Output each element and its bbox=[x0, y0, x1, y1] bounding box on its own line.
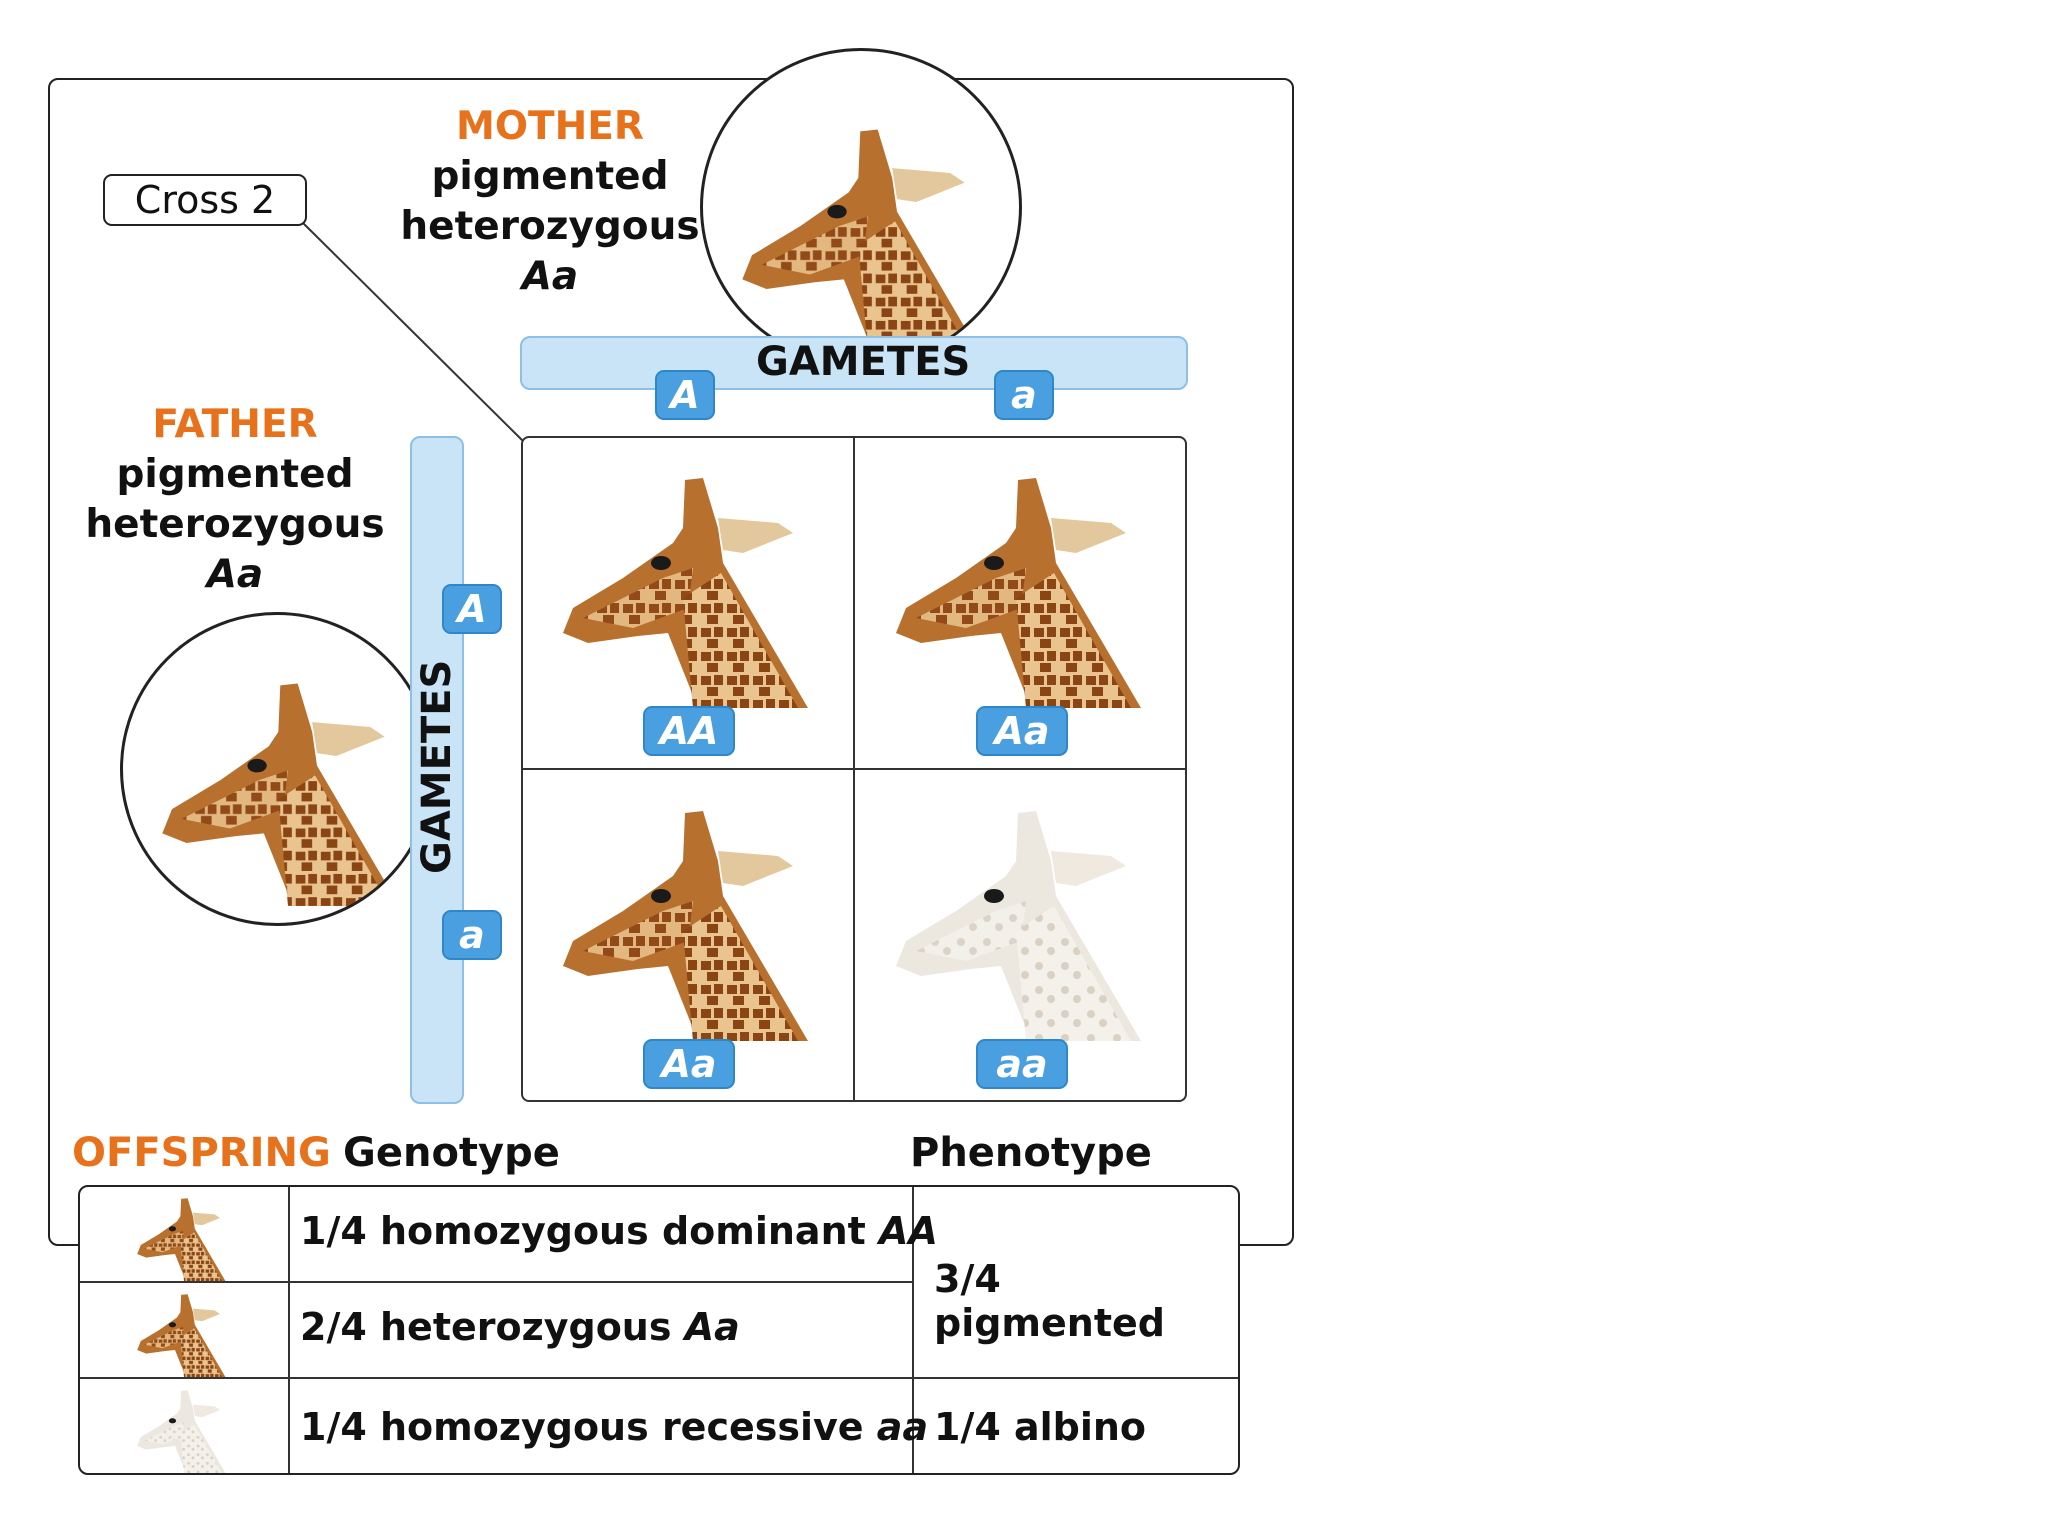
table-col-divider-1 bbox=[288, 1187, 290, 1473]
father-gametes-bar bbox=[410, 436, 464, 1104]
punnett-cell-aa: aa bbox=[856, 771, 1185, 1100]
genotype-chip: AA bbox=[643, 706, 735, 756]
table-row-divider-1 bbox=[80, 1281, 914, 1283]
offspring-table: 1/4 homozygous dominant AA 2/4 heterozyg… bbox=[78, 1185, 1240, 1475]
albino-giraffe-icon bbox=[896, 811, 1141, 1041]
table-row: 1/4 homozygous dominant AA bbox=[300, 1209, 938, 1253]
phenotype-albino: 1/4 albino bbox=[934, 1405, 1147, 1449]
genotype-chip: Aa bbox=[976, 706, 1068, 756]
mother-line2: heterozygous bbox=[400, 204, 700, 249]
table-row-divider-2 bbox=[80, 1377, 1238, 1379]
mother-gamete-a: a bbox=[994, 370, 1054, 420]
genotype-chip: aa bbox=[976, 1039, 1068, 1089]
mother-description: MOTHER pigmented heterozygous Aa bbox=[380, 102, 720, 302]
father-line1: pigmented bbox=[116, 452, 354, 497]
pigmented-giraffe-small-icon bbox=[137, 1294, 226, 1377]
pigmented-giraffe-icon bbox=[563, 811, 808, 1041]
mother-giraffe-icon bbox=[742, 129, 980, 352]
phenotype-header: Phenotype bbox=[910, 1130, 1152, 1176]
genotype-header: Genotype bbox=[343, 1130, 560, 1176]
grid-divider-horizontal bbox=[521, 768, 1187, 770]
albino-giraffe-small-icon bbox=[137, 1390, 226, 1473]
table-row: 1/4 homozygous recessive aa bbox=[300, 1405, 929, 1449]
father-gamete-A: A bbox=[442, 584, 502, 634]
mother-genotype: Aa bbox=[521, 254, 579, 299]
offspring-title: OFFSPRING bbox=[72, 1130, 331, 1176]
father-giraffe-icon bbox=[162, 683, 400, 906]
table-col-divider-2 bbox=[912, 1187, 914, 1473]
pigmented-giraffe-icon bbox=[563, 478, 808, 708]
phenotype-pigmented: 3/4 pigmented bbox=[934, 1257, 1165, 1345]
punnett-cell-Aa-top: Aa bbox=[856, 438, 1185, 771]
father-title: FATHER bbox=[152, 402, 318, 447]
father-genotype: Aa bbox=[206, 552, 264, 597]
mother-gametes-bar bbox=[520, 336, 1188, 390]
table-row: 2/4 heterozygous Aa bbox=[300, 1305, 740, 1349]
mother-gamete-A: A bbox=[655, 370, 715, 420]
punnett-cell-Aa-bottom: Aa bbox=[523, 771, 856, 1100]
punnett-cell-AA: AA bbox=[523, 438, 856, 771]
father-portrait bbox=[120, 612, 434, 926]
father-line2: heterozygous bbox=[85, 502, 385, 547]
gametes-top-label: GAMETES bbox=[756, 339, 971, 385]
father-gamete-a: a bbox=[442, 910, 502, 960]
mother-portrait bbox=[700, 48, 1022, 366]
mother-line1: pigmented bbox=[431, 154, 669, 199]
genotype-chip: Aa bbox=[643, 1039, 735, 1089]
gametes-side-label: GAMETES bbox=[414, 659, 460, 874]
cross-label: Cross 2 bbox=[103, 174, 307, 226]
father-description: FATHER pigmented heterozygous Aa bbox=[70, 400, 400, 600]
pigmented-giraffe-icon bbox=[896, 478, 1141, 708]
pigmented-giraffe-small-icon bbox=[137, 1198, 226, 1281]
mother-title: MOTHER bbox=[456, 104, 644, 149]
